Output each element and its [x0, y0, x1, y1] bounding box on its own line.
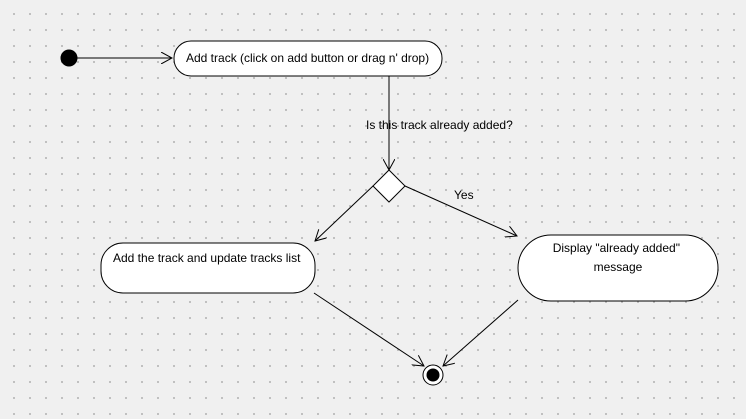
guard-label-question: Is this track already added? [366, 118, 513, 132]
edge-decision-to-add-and-update [315, 185, 374, 241]
initial-node[interactable] [60, 49, 78, 67]
action-display-message[interactable]: Display "already added" message [517, 234, 719, 302]
edge-add-and-update-to-final [313, 292, 424, 366]
action-add-and-update[interactable]: Add the track and update tracks list [100, 242, 316, 294]
decision-node[interactable] [372, 169, 406, 203]
action-add-track-label: Add track (click on add button or drag n… [186, 51, 429, 65]
edge-decision-to-display-message [404, 185, 517, 236]
guard-label-yes: Yes [454, 188, 474, 202]
action-add-track[interactable]: Add track (click on add button or drag n… [173, 40, 443, 77]
action-add-and-update-label: Add the track and update tracks list [113, 251, 301, 265]
action-display-message-line1: Display "already added" [553, 241, 680, 255]
action-display-message-line2: message [594, 260, 643, 274]
edge-display-message-to-final [443, 299, 519, 366]
final-node[interactable] [422, 364, 444, 386]
action-display-message-label: Display "already added" message [553, 241, 684, 274]
